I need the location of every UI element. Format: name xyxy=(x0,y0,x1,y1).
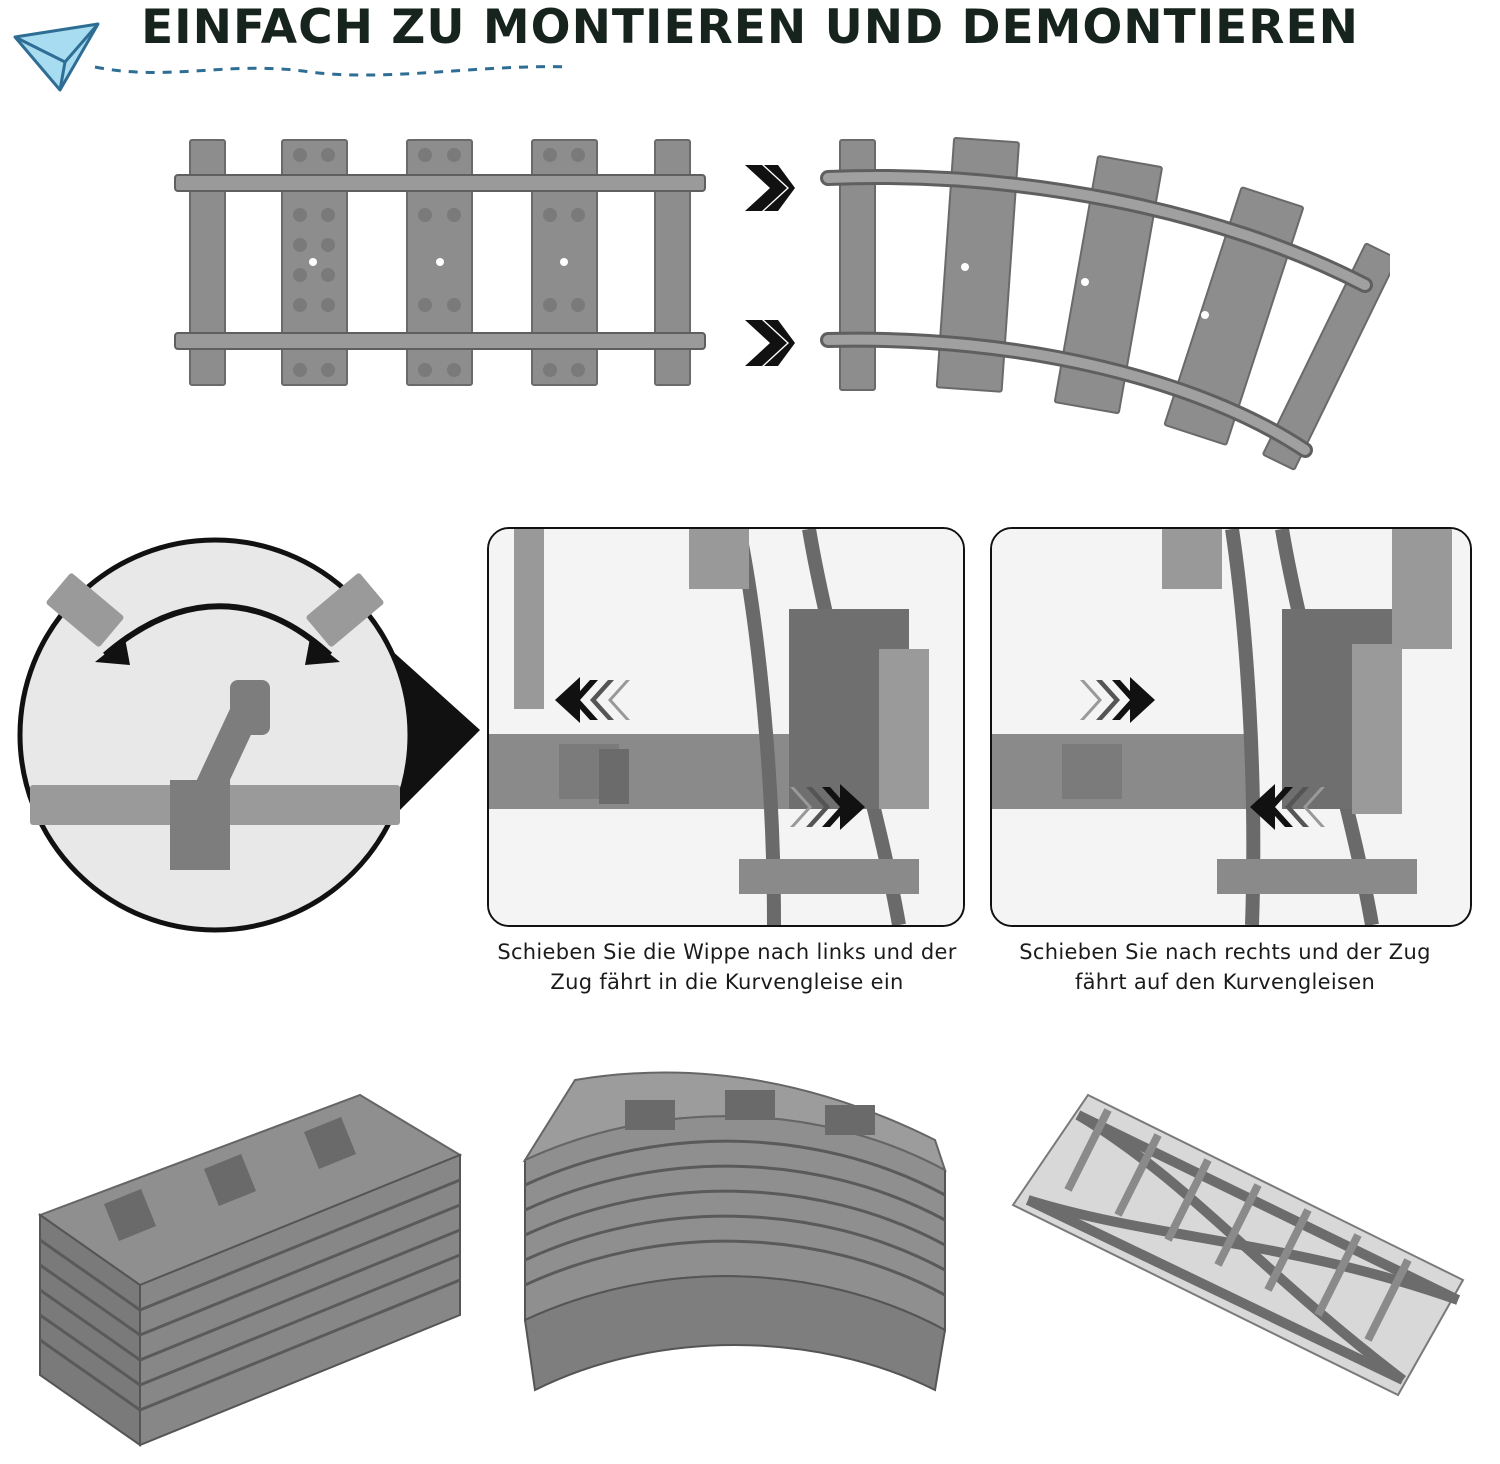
curved-track-stack-image xyxy=(522,1071,947,1392)
chevron-right-icon xyxy=(745,320,795,366)
switch-right-image xyxy=(992,529,1470,925)
switch-left-image xyxy=(489,529,963,925)
switch-left-panel xyxy=(487,527,965,927)
arrow-right-icon xyxy=(1080,677,1155,723)
chevron-right-icon xyxy=(745,165,795,211)
page-title: EINFACH ZU MONTIEREN UND DEMONTIEREN xyxy=(141,0,1359,55)
crossing-switch-image xyxy=(1011,1093,1465,1397)
switch-right-panel xyxy=(990,527,1472,927)
arrow-right-icon xyxy=(790,784,865,830)
arrow-left-icon xyxy=(555,677,630,723)
header: EINFACH ZU MONTIEREN UND DEMONTIEREN xyxy=(0,0,1500,100)
right-panel-caption: Schieben Sie nach rechts und der Zug fäh… xyxy=(1019,940,1431,994)
left-panel-caption: Schieben Sie die Wippe nach links und de… xyxy=(497,940,957,994)
straight-track-stack-image xyxy=(37,1093,463,1447)
arrow-left-icon xyxy=(1250,784,1325,830)
curved-track-image xyxy=(820,137,1390,471)
switch-lever-closeup-image xyxy=(17,537,480,933)
straight-track-image xyxy=(174,139,706,386)
paper-plane-icon xyxy=(13,22,571,92)
